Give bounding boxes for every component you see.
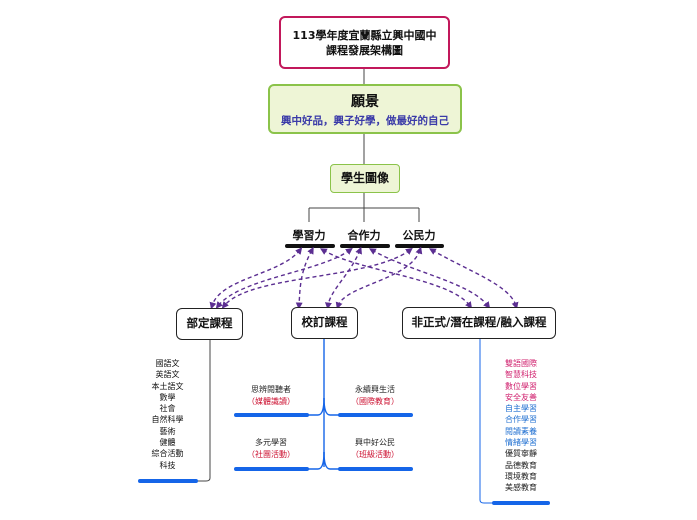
list-item: 自然科學 [151,415,184,425]
list-item: 情緒學習 [505,438,537,448]
required-subject-list: 國語文 英語文 本土語文 數學 社會 自然科學 藝術 健體 綜合活動 科技 [140,358,195,471]
list-item: 優質寧靜 [505,449,537,459]
required-curriculum-node: 部定課程 [176,308,243,340]
list-item: 健體 [159,438,176,448]
list-item: 品德教育 [505,460,537,470]
course-topic: （社團活動） [247,449,295,459]
school-curriculum-node: 校訂課程 [291,307,358,339]
student-image-node: 學生圖像 [330,164,400,193]
course-name: 思辨閱聽者 [251,385,291,394]
list-item: 安全友善 [505,392,537,402]
course-name: 多元學習 [255,438,287,447]
list-item: 美感教育 [505,483,537,493]
list-item: 數位學習 [505,381,537,391]
title-line-1: 113學年度宜蘭縣立興中國中 [292,29,437,42]
title-line-2: 課程發展架構圖 [326,44,403,57]
course-topic: （國際教育） [351,396,399,406]
list-item: 閱讀素養 [505,426,537,436]
list-item: 智慧科技 [505,370,537,380]
course-topic: （媒體識讀） [247,396,295,406]
list-item: 合作學習 [505,415,537,425]
school-course-good-citizen: 興中好公民 （班級活動） [340,437,410,460]
informal-topic-list: 雙語國際 智慧科技 數位學習 安全友善 自主學習 合作學習 閱讀素養 情緒學習 … [493,358,549,494]
capability-citizenship: 公民力 [402,229,436,242]
list-item: 藝術 [159,426,176,436]
list-item: 綜合活動 [151,449,184,459]
vision-subtitle: 興中好品，興子好學，做最好的自己 [281,115,449,127]
informal-curriculum-node: 非正式/潛在課程/融入課程 [402,307,556,339]
course-name: 永續興生活 [355,385,395,394]
list-item: 英語文 [155,370,180,380]
list-item: 科技 [159,460,176,470]
list-item: 自主學習 [505,404,537,414]
list-item: 國語文 [155,359,180,368]
list-item: 本土語文 [151,381,184,391]
diagram-title: 113學年度宜蘭縣立興中國中 課程發展架構圖 [279,16,450,69]
list-item: 社會 [159,404,176,414]
list-item: 數學 [159,392,176,402]
capability-learning: 學習力 [292,229,326,242]
school-course-diverse-learning: 多元學習 （社團活動） [236,437,306,460]
course-name: 興中好公民 [355,438,395,447]
school-course-critical-listener: 思辨閱聽者 （媒體識讀） [236,384,306,407]
school-course-sustainable-life: 永續興生活 （國際教育） [340,384,410,407]
list-item: 環境教育 [505,471,537,481]
list-item: 雙語國際 [505,359,537,368]
course-topic: （班級活動） [351,449,399,459]
vision-title: 願景 [351,94,379,110]
capability-cooperation: 合作力 [347,229,381,242]
vision-node: 願景 興中好品，興子好學，做最好的自己 [268,84,462,134]
